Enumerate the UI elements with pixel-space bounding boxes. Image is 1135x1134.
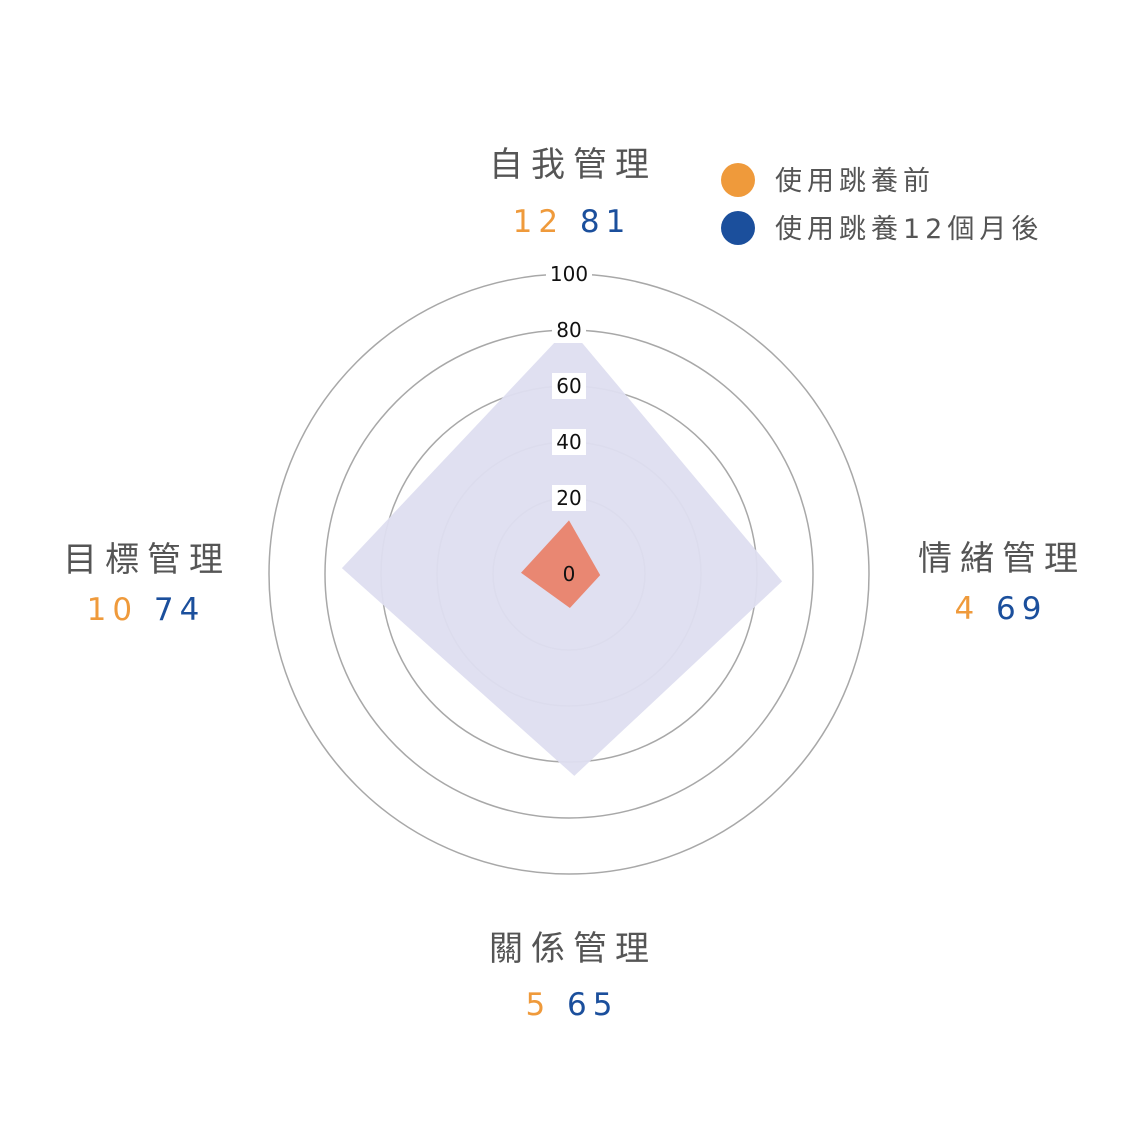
axis-values: 5 65: [525, 987, 618, 1023]
data-label-series-1: 81: [564, 204, 631, 240]
data-label-series-0: 10: [87, 592, 138, 628]
series-area-0: [521, 520, 601, 608]
axis-labels: 自我管理 12 81 情緒管理 4 69 關係管理 5 65 目標管理 10 74: [63, 145, 1086, 1023]
tick-label-bg: [552, 429, 586, 455]
legend-swatch-1: [721, 211, 755, 245]
data-label-series-0: 4: [954, 591, 980, 627]
axis-values: 12 81: [513, 204, 632, 240]
tick-label: 20: [556, 486, 581, 510]
axis-label: 自我管理: [489, 145, 657, 185]
axis-values: 10 74: [87, 592, 206, 628]
tick-labels: 0 20 40 60 80 100: [546, 261, 592, 586]
data-label-series-0: 5: [525, 987, 551, 1023]
axis-label: 目標管理: [63, 540, 231, 580]
data-label-series-1: 69: [980, 591, 1047, 627]
legend-label-1: 使用跳養12個月後: [775, 214, 1043, 245]
tick-label-bg: [552, 373, 586, 399]
tick-label: 60: [556, 374, 581, 398]
legend-label-0: 使用跳養前: [775, 166, 935, 197]
data-label-series-1: 65: [551, 987, 618, 1023]
tick-label: 0: [563, 562, 576, 586]
axis-values: 4 69: [954, 591, 1047, 627]
tick-label-bg: [546, 261, 592, 287]
data-label-series-0: 12: [513, 204, 564, 240]
axis-label: 情緒管理: [918, 539, 1086, 579]
series-layer: [341, 327, 783, 776]
axis-label: 關係管理: [489, 929, 657, 969]
data-label-series-1: 74: [138, 592, 205, 628]
tick-label-bg: [552, 317, 586, 343]
tick-label-bg: [552, 485, 586, 511]
legend-swatch-0: [721, 163, 755, 197]
tick-label: 40: [556, 430, 581, 454]
tick-label: 100: [550, 262, 588, 286]
tick-label: 80: [556, 318, 581, 342]
